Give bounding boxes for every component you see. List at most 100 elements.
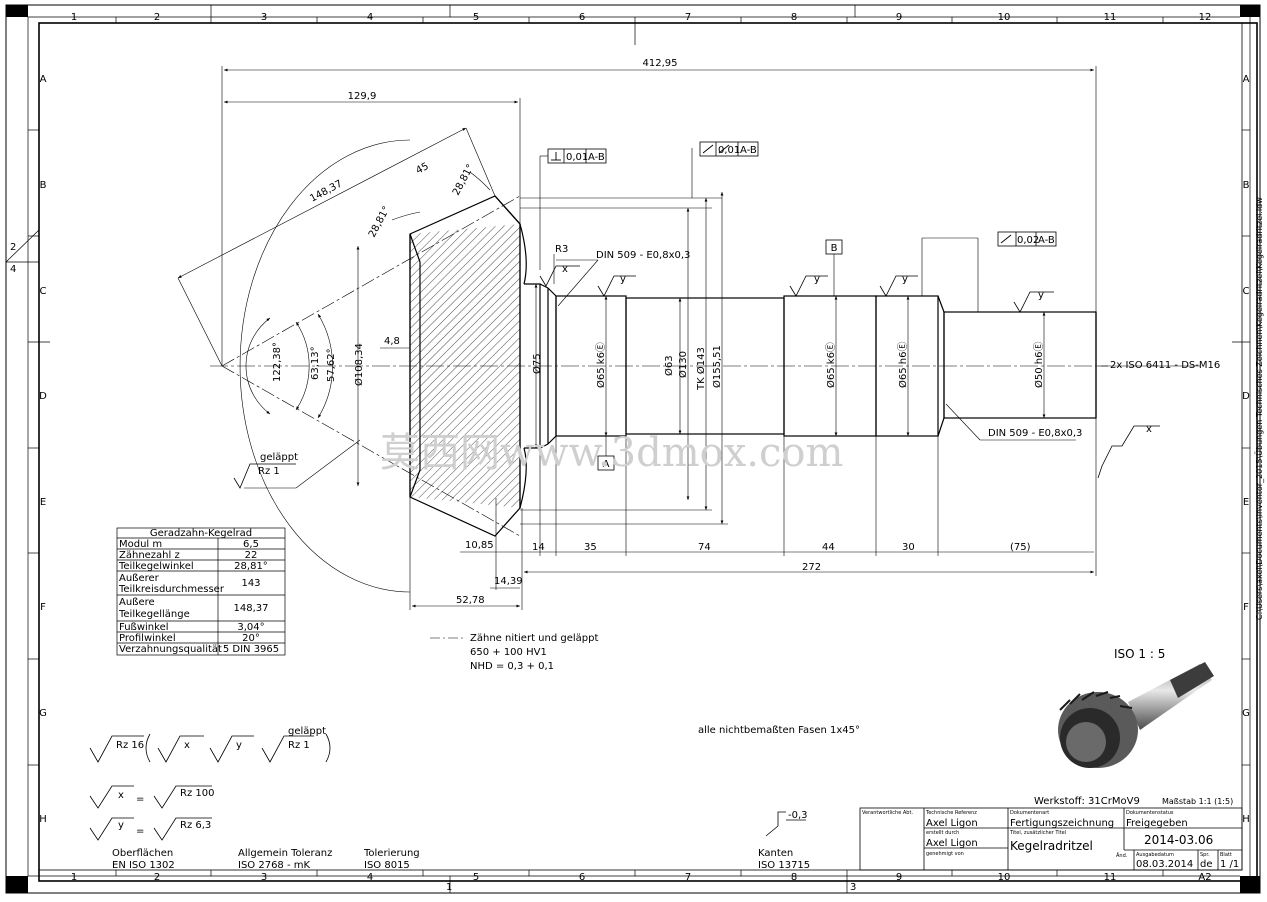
- frame-corner-marks: [6, 5, 1260, 893]
- lapped-label: geläppt: [260, 452, 298, 463]
- gear-row-value: 5 DIN 3965: [223, 644, 279, 655]
- dim-272: 272: [802, 562, 821, 573]
- gear-row-value: 143: [241, 578, 260, 589]
- legend-y: y: [236, 740, 242, 751]
- scale: Maßstab 1:1 (1:5): [1162, 797, 1233, 806]
- row-label: D: [39, 391, 47, 402]
- iso6411-note: 2x ISO 6411 - DS-M16: [1110, 360, 1220, 371]
- legend-rz1: Rz 1: [288, 740, 310, 751]
- column-ticks: [27, 5, 1251, 893]
- dimension-lines: [177, 66, 1200, 610]
- row-label: B: [40, 180, 47, 191]
- title-block-grid: [859, 807, 1243, 871]
- tb-techref: Axel Ligon: [926, 818, 978, 829]
- dim-75-ref: (75): [1010, 542, 1031, 553]
- surface-y: y: [620, 274, 626, 285]
- tb-header: genehmigt von: [926, 851, 964, 857]
- row-label: F: [40, 602, 46, 613]
- watermark: 莫西网www.3dmox.com: [380, 430, 843, 476]
- angle-28-81a: 28,81°: [451, 163, 477, 198]
- column-label: 4: [367, 872, 373, 883]
- legend-x: x: [118, 790, 124, 801]
- gdt-datum-ref: A-B: [1038, 235, 1055, 246]
- rz1-label: Rz 1: [258, 466, 280, 477]
- dia-65-k6: Ø65 k6Ⓔ: [595, 342, 607, 388]
- tb-header: Titel, zusätzlicher Titel: [1009, 830, 1066, 836]
- tb-date: 08.03.2014: [1136, 859, 1193, 870]
- column-label: 11: [1104, 872, 1117, 883]
- row-label: H: [1242, 814, 1250, 825]
- gear-row-label: Profilwinkel: [119, 633, 176, 644]
- column-label: 1: [71, 872, 77, 883]
- tb-author: Axel Ligon: [926, 838, 978, 849]
- dim-30: 30: [902, 542, 915, 553]
- din509-top: DIN 509 - E0,8x0,3: [596, 250, 690, 261]
- datum-b: B: [831, 243, 838, 254]
- dia-155: Ø155,51: [711, 345, 723, 388]
- tb-header: Verantwortliche Abt.: [862, 810, 913, 816]
- angle-63: 63,13°: [310, 346, 321, 380]
- tb-header: Technische Referenz: [925, 810, 977, 816]
- row-label: C: [40, 286, 47, 297]
- row-label: B: [1243, 180, 1250, 191]
- dim-4-8: 4,8: [384, 336, 400, 347]
- gear-row-value: 20°: [242, 633, 260, 644]
- gdt-tolerance: 0,02: [1017, 235, 1039, 246]
- gdt-tolerance: 0,01: [718, 145, 740, 156]
- legend-lapped: geläppt: [288, 726, 326, 737]
- radius-r3: R3: [555, 244, 568, 255]
- bottom-mark: 3: [850, 882, 856, 893]
- column-label: 8: [791, 872, 797, 883]
- file-path: C:\Users\axel\Documents\Inventor_2015\Üb…: [1254, 197, 1264, 620]
- column-label: 2: [154, 12, 160, 23]
- dim-45: 45: [414, 161, 430, 177]
- tb-doctype: Fertigungszeichnung: [1010, 818, 1114, 829]
- gdt-datum-ref: A-B: [588, 152, 605, 163]
- column-label: 12: [1199, 12, 1212, 23]
- teeth-note: NHD = 0,3 + 0,1: [470, 661, 554, 672]
- column-label: 1: [71, 12, 77, 23]
- dia-65-k6b: Ø65 k6Ⓔ: [825, 342, 837, 388]
- gear-table: [116, 527, 286, 656]
- legend-eq: =: [136, 794, 144, 805]
- legend-y: y: [118, 820, 124, 831]
- row-label: G: [39, 708, 47, 719]
- tb-header: Ausgabedatum: [1136, 852, 1174, 858]
- bottom-mark: 1: [446, 882, 452, 893]
- gear-row-value: 3,04°: [237, 622, 264, 633]
- gear-row-label: Teilkegelwinkel: [118, 561, 194, 572]
- tb-header: erstellt durch: [926, 830, 959, 836]
- dia-108: Ø108,34: [353, 343, 365, 386]
- surface-x: x: [562, 264, 568, 275]
- tb-header: Blatt: [1220, 852, 1232, 858]
- tb-header: Spr.: [1200, 852, 1210, 858]
- gear-row-label: Außerer: [119, 573, 160, 584]
- legend-rz100: Rz 100: [180, 788, 214, 799]
- iso-view-render: [1058, 662, 1214, 768]
- surface-legend: [89, 733, 331, 841]
- dim-overall: 412,95: [643, 58, 678, 69]
- tb-header: Dokumentenart: [1010, 810, 1049, 816]
- column-label: 3: [261, 872, 267, 883]
- surface-symbols: [233, 265, 1160, 489]
- column-label: 7: [685, 12, 691, 23]
- dim-14: 14: [532, 542, 545, 553]
- sheet-mark: 4: [10, 264, 16, 275]
- tk-143: TK Ø143: [695, 347, 707, 391]
- legend-eq: =: [136, 826, 144, 837]
- surface-y: y: [902, 274, 908, 285]
- column-label: 11: [1104, 12, 1117, 23]
- din509-bottom: DIN 509 - E0,8x0,3: [988, 428, 1082, 439]
- column-label: 9: [896, 872, 902, 883]
- angle-122: 122,38°: [272, 342, 283, 382]
- row-labels: A B C D E F G H A B C D E F G H 2 4: [10, 74, 1250, 825]
- gear-row-value: 28,81°: [234, 561, 268, 572]
- gear-row-label: Verzahnungsqualität: [119, 644, 222, 655]
- gdt-symbols: [551, 144, 1012, 244]
- column-label: 5: [473, 12, 479, 23]
- dia-65-h6: Ø65 h6Ⓔ: [897, 342, 909, 388]
- std-surfaces: EN ISO 1302: [112, 860, 175, 871]
- datum-a: A: [603, 459, 610, 470]
- std-general: ISO 2768 - mK: [238, 860, 311, 871]
